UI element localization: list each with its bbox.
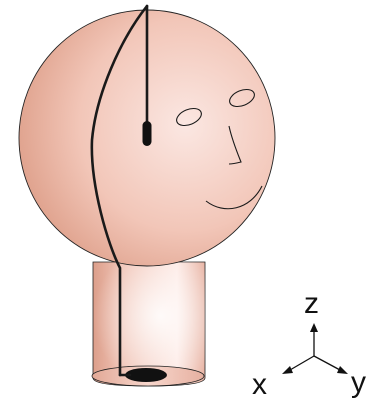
neck-cylinder <box>92 262 205 386</box>
x-axis-line <box>290 356 314 370</box>
coordinate-axes <box>282 323 348 374</box>
x-axis-arrowhead <box>282 366 293 374</box>
y-axis-line <box>314 356 340 370</box>
sensor-probe <box>143 121 152 146</box>
y-axis-arrowhead <box>337 366 348 374</box>
z-axis-label: z <box>304 287 319 320</box>
z-axis-arrowhead <box>310 323 318 332</box>
x-axis-label: x <box>252 368 267 398</box>
y-axis-label: y <box>351 366 366 398</box>
